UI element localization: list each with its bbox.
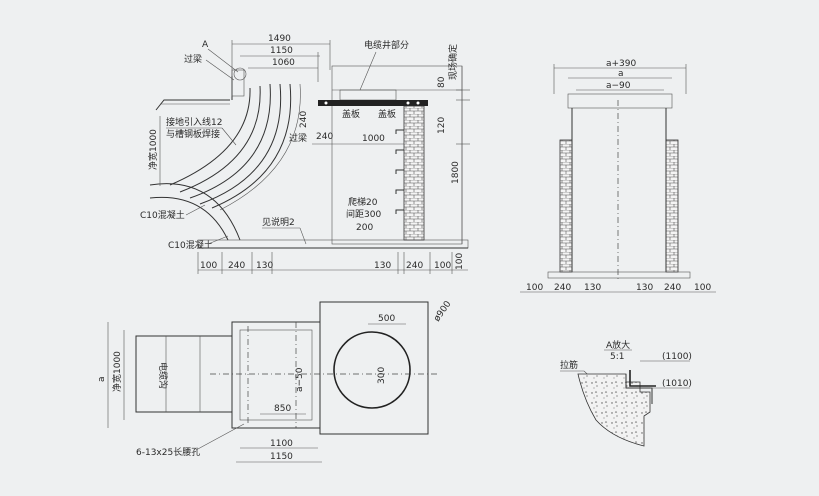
enlarge-scale: 5:1 — [610, 352, 624, 362]
cover-left-label: 盖板 — [342, 108, 360, 120]
top-dimensions — [231, 40, 331, 90]
ladder-rungs — [395, 129, 404, 214]
enlarge-title: A放大 — [606, 339, 630, 351]
left-brick-column — [559, 139, 573, 273]
front-elevation: a+390 a a−90 100 240 130 130 240 100 — [520, 59, 716, 293]
trench-arc — [149, 183, 241, 241]
plan-dim-a50: a−50 — [295, 367, 305, 392]
site-specific-label: 现场确定 — [447, 44, 459, 80]
plan-dim-900: ø900 — [432, 299, 453, 324]
ground-slope — [155, 99, 230, 111]
plan-dim-500: 500 — [378, 314, 395, 324]
dim-b100v: 100 — [455, 253, 465, 270]
detail-a-enlarged: A放大 5:1 拉筋 (1100) (1010) — [560, 339, 692, 447]
plan-dim-850: 850 — [274, 404, 291, 414]
dim-b130a: 130 — [256, 261, 273, 271]
dim-s240b: 240 — [664, 283, 681, 293]
dim-1010-enl: (1010) — [662, 379, 692, 389]
cover-beam — [318, 100, 428, 106]
dim-a90: a−90 — [606, 81, 631, 91]
dim-b240b: 240 — [406, 261, 423, 271]
dim-80: 80 — [437, 76, 447, 88]
cable-bends — [169, 83, 301, 211]
dim-240v: 240 — [299, 111, 309, 128]
dim-1490: 1490 — [268, 34, 291, 44]
plan-dim-1150: 1150 — [270, 452, 293, 462]
cable-trench-label: 电缆沟 — [157, 362, 169, 389]
ground-wire-label: 接地引入线12 — [166, 116, 222, 128]
c10-label-b: C10混凝土 — [168, 239, 213, 251]
dim-1100-enl: (1100) — [662, 352, 692, 362]
beam-left-label: 过梁 — [184, 53, 202, 65]
dim-1060: 1060 — [272, 58, 295, 68]
dim-s100a: 100 — [526, 283, 543, 293]
concrete-detail — [577, 373, 651, 447]
clear-width-1000: 净宽1000 — [147, 129, 159, 170]
top-beam — [567, 93, 673, 109]
manhole-opening — [333, 331, 411, 409]
cable-well-label: 电缆井部分 — [364, 39, 409, 51]
detail-a-marker — [233, 67, 247, 81]
plan-clear-width: 净宽1000 — [111, 351, 123, 392]
dim-b130b: 130 — [374, 261, 391, 271]
dim-a390: a+390 — [606, 59, 637, 69]
dim-s100b: 100 — [694, 283, 711, 293]
bottom-dimensions — [197, 252, 468, 274]
brick-wall-section — [403, 105, 425, 241]
dim-b240a: 240 — [228, 261, 245, 271]
cover-right-label: 盖板 — [378, 108, 396, 120]
dim-1000: 1000 — [362, 134, 385, 144]
plan-dim-1100: 1100 — [270, 439, 293, 449]
beam-mid-label: 过梁 — [289, 132, 307, 144]
manhole-box — [319, 301, 429, 435]
section-view: 1490 1150 1060 A 过梁 净宽1000 接地引入线12 与槽钢板焊 — [140, 34, 470, 274]
cable-trench — [135, 335, 233, 413]
detail-a-label: A — [202, 40, 209, 50]
plan-dim-300: 300 — [377, 367, 387, 384]
dim-200: 200 — [356, 223, 373, 233]
right-brick-column — [665, 139, 679, 273]
dim-a: a — [618, 69, 624, 79]
dim-1150: 1150 — [270, 46, 293, 56]
plan-view: a 净宽1000 电缆沟 a−50 500 ø900 300 850 1100 … — [97, 299, 454, 463]
dim-s240a: 240 — [554, 283, 571, 293]
footing — [547, 271, 691, 279]
weld-label: 与槽钢板焊接 — [166, 128, 220, 140]
dim-240h: 240 — [316, 132, 333, 142]
plan-dim-a: a — [97, 376, 107, 382]
dim-s130a: 130 — [584, 283, 601, 293]
slot-label: 6-13x25长腰孔 — [136, 446, 200, 458]
dim-b100a: 100 — [200, 261, 217, 271]
dim-s130b: 130 — [636, 283, 653, 293]
cover-plate-shape — [339, 89, 397, 101]
dim-1800: 1800 — [451, 161, 461, 184]
dim-120: 120 — [437, 117, 447, 134]
c10-label-a: C10混凝土 — [140, 209, 185, 221]
see-note-label: 见说明2 — [262, 216, 295, 228]
ladder-label: 爬梯20 — [348, 196, 378, 208]
spacing-label: 间距300 — [346, 208, 381, 220]
dim-b100b: 100 — [434, 261, 451, 271]
rebar-label: 拉筋 — [560, 359, 578, 371]
